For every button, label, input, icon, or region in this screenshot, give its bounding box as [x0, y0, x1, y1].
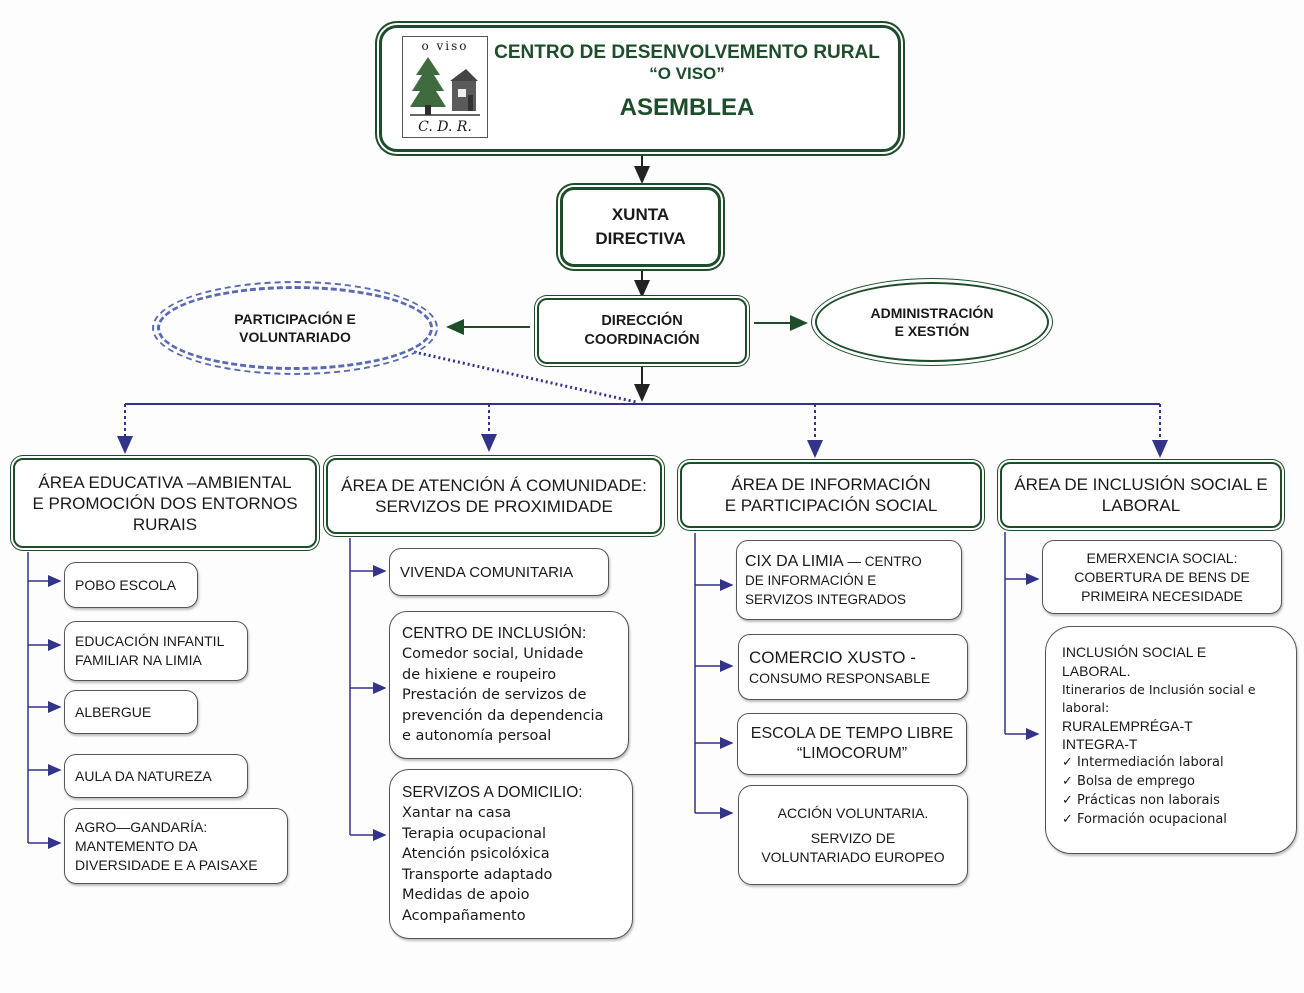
detail-line: Acompañamento [402, 907, 526, 924]
emerxencia-line: EMERXENCIA SOCIAL: [1086, 549, 1238, 566]
item-line: DIVERSIDADE E A PAISAXE [75, 856, 258, 873]
accion-line-2: SERVIZO DE [810, 829, 896, 846]
inclusion-detail: Itinerarios de Inclusión social e [1062, 682, 1256, 697]
direccion-line-2: COORDINACIÓN [584, 332, 700, 348]
inclusion-social-laboral-box: INCLUSIÓN SOCIAL E LABORAL. Itinerarios … [1045, 626, 1297, 854]
item-line: ALBERGUE [75, 703, 152, 720]
participacion-voluntariado-ellipse: PARTICIPACIÓN E VOLUNTARIADO [152, 281, 438, 375]
comercio-line-2: CONSUMO RESPONSABLE [749, 669, 931, 686]
area-atencion-box: ÁREA DE ATENCIÓN Á COMUNIDADE: SERVIZOS … [326, 458, 662, 534]
detail-line: Comedor social, Unidade [402, 646, 584, 663]
emerxencia-line: COBERTURA DE BENS DE [1074, 568, 1250, 585]
agro-gandaria-box: AGRO—GANDARÍA: MANTEMENTO DA DIVERSIDADE… [64, 808, 288, 884]
area-line: E PARTICIPACIÓN SOCIAL [724, 496, 938, 515]
detail-line: Xantar na casa [402, 805, 512, 821]
albergue-box: ALBERGUE [64, 690, 198, 734]
item-line: EDUCACIÓN INFANTIL [75, 633, 225, 649]
area-line: RURAIS [132, 514, 198, 534]
xunta-directiva-box: XUNTA DIRECTIVA [560, 187, 721, 267]
area-inclusion-box: ÁREA DE INCLUSIÓN SOCIAL E LABORAL [1000, 462, 1282, 528]
administracion-xestion-ellipse: ADMINISTRACIÓN E XESTIÓN [815, 282, 1049, 362]
item-line: POBO ESCOLA [75, 576, 177, 593]
cdr-logo: o viso C. D. R. [402, 36, 488, 138]
pobo-escola-box: POBO ESCOLA [64, 562, 198, 608]
detail-line: de hixiene e roupeiro [402, 666, 557, 683]
escola-tempo-libre-box: ESCOLA DE TEMPO LIBRE “LIMOCORUM” [737, 713, 967, 775]
program-label: RURALEMPRÉGA-T [1062, 718, 1193, 734]
cix-line-3: SERVIZOS INTEGRADOS [745, 591, 907, 607]
aula-natureza-box: AULA DA NATUREZA [64, 754, 248, 798]
centro-inclusion-box: CENTRO DE INCLUSIÓN: Comedor social, Uni… [389, 611, 629, 759]
cix-line-2: DE INFORMACIÓN E [745, 572, 877, 588]
accion-voluntaria-box: ACCIÓN VOLUNTARIA. SERVIZO DE VOLUNTARIA… [738, 785, 968, 885]
administracion-line-1: ADMINISTRACIÓN [870, 305, 994, 321]
area-line: SERVIZOS DE PROXIMIDADE [375, 497, 613, 516]
logo-top-text: o viso [421, 39, 469, 53]
title-line-2: “O VISO” [649, 64, 725, 83]
title-line-3: ASEMBLEA [619, 94, 755, 121]
cix-limia-box: CIX DA LIMIA — CENTRO DE INFORMACIÓN E S… [736, 540, 962, 620]
cix-rest: — CENTRO [843, 553, 922, 569]
inclusion-heading: LABORAL. [1062, 663, 1131, 679]
detail-line: prevención da dependencia [402, 707, 604, 724]
administracion-line-2: E XESTIÓN [894, 323, 970, 339]
direccion-coordinacion-box: DIRECCIÓN COORDINACIÓN [537, 298, 747, 364]
comercio-line-1: COMERCIO XUSTO - [749, 647, 916, 667]
vivenda-comunitaria-box: VIVENDA COMUNITARIA [389, 548, 609, 596]
comercio-xusto-box: COMERCIO XUSTO - CONSUMO RESPONSABLE [738, 634, 968, 700]
area-line: ÁREA EDUCATIVA –AMBIENTAL [38, 472, 292, 492]
emerxencia-line: PRIMEIRA NECESIDADE [1081, 587, 1243, 604]
escola-line-2: “LIMOCORUM” [796, 745, 908, 762]
escola-line-1: ESCOLA DE TEMPO LIBRE [750, 725, 954, 742]
item-line: AULA DA NATUREZA [75, 767, 212, 784]
xunta-line-2: DIRECTIVA [595, 229, 686, 248]
item-title: SERVIZOS A DOMICILIO: [402, 784, 583, 801]
emerxencia-social-box: EMERXENCIA SOCIAL: COBERTURA DE BENS DE … [1042, 540, 1282, 614]
detail-line: Prestación de servizos de [402, 687, 587, 704]
item-title: CENTRO DE INCLUSIÓN: [402, 625, 587, 643]
inclusion-heading: INCLUSIÓN SOCIAL E [1062, 644, 1207, 660]
detail-line: e autonomía persoal [402, 728, 552, 745]
detail-line: Terapia ocupacional [402, 825, 546, 842]
accion-line-1: ACCIÓN VOLUNTARIA. [777, 804, 929, 821]
participacion-line-1: PARTICIPACIÓN E [234, 311, 356, 327]
area-line: ÁREA DE ATENCIÓN Á COMUNIDADE: [341, 476, 647, 495]
check-item: ✓ Prácticas non laborais [1062, 793, 1220, 808]
servizos-domicilio-box: SERVIZOS A DOMICILIO: Xantar na casa Ter… [389, 769, 633, 939]
area-line: ÁREA DE INCLUSIÓN SOCIAL E [1014, 475, 1268, 494]
participacion-line-2: VOLUNTARIADO [239, 329, 351, 345]
asemblea-title: CENTRO DE DESENVOLVEMENTO RURAL “O VISO”… [494, 42, 880, 122]
item-line: FAMILIAR NA LIMIA [75, 652, 202, 668]
check-item: ✓ Bolsa de emprego [1062, 774, 1195, 789]
detail-line: Medidas de apoio [402, 887, 530, 903]
area-informacion-box: ÁREA DE INFORMACIÓN E PARTICIPACIÓN SOCI… [680, 462, 982, 528]
area-line: LABORAL [1101, 496, 1181, 515]
xunta-line-1: XUNTA [611, 205, 670, 224]
check-item: ✓ Intermediación laboral [1062, 755, 1224, 770]
accion-line-3: VOLUNTARIADO EUROPEO [761, 848, 945, 865]
cix-line-1: CIX DA LIMIA — CENTRO [745, 552, 953, 571]
logo-bottom-text: C. D. R. [418, 119, 472, 135]
direccion-line-1: DIRECCIÓN [601, 313, 683, 329]
area-line: E PROMOCIÓN DOS ENTORNOS [32, 493, 298, 513]
item-title: VIVENDA COMUNITARIA [400, 563, 574, 581]
item-line: AGRO—GANDARÍA: [75, 818, 208, 835]
item-line: MANTEMENTO DA [75, 837, 198, 854]
educacion-infantil-box: EDUCACIÓN INFANTIL FAMILIAR NA LIMIA [64, 621, 248, 681]
cix-title: CIX DA LIMIA [745, 552, 844, 570]
title-line-1: CENTRO DE DESENVOLVEMENTO RURAL [494, 42, 880, 63]
area-educativa-box: ÁREA EDUCATIVA –AMBIENTAL E PROMOCIÓN DO… [13, 458, 317, 548]
check-item: ✓ Formación ocupacional [1062, 812, 1227, 827]
program-label: INTEGRA-T [1062, 736, 1138, 752]
inclusion-detail: laboral: [1062, 700, 1110, 715]
detail-line: Atención psicolóxica [402, 846, 550, 862]
tree-house-icon [410, 57, 480, 116]
area-line: ÁREA DE INFORMACIÓN [731, 475, 931, 494]
detail-line: Transporte adaptado [402, 866, 553, 883]
